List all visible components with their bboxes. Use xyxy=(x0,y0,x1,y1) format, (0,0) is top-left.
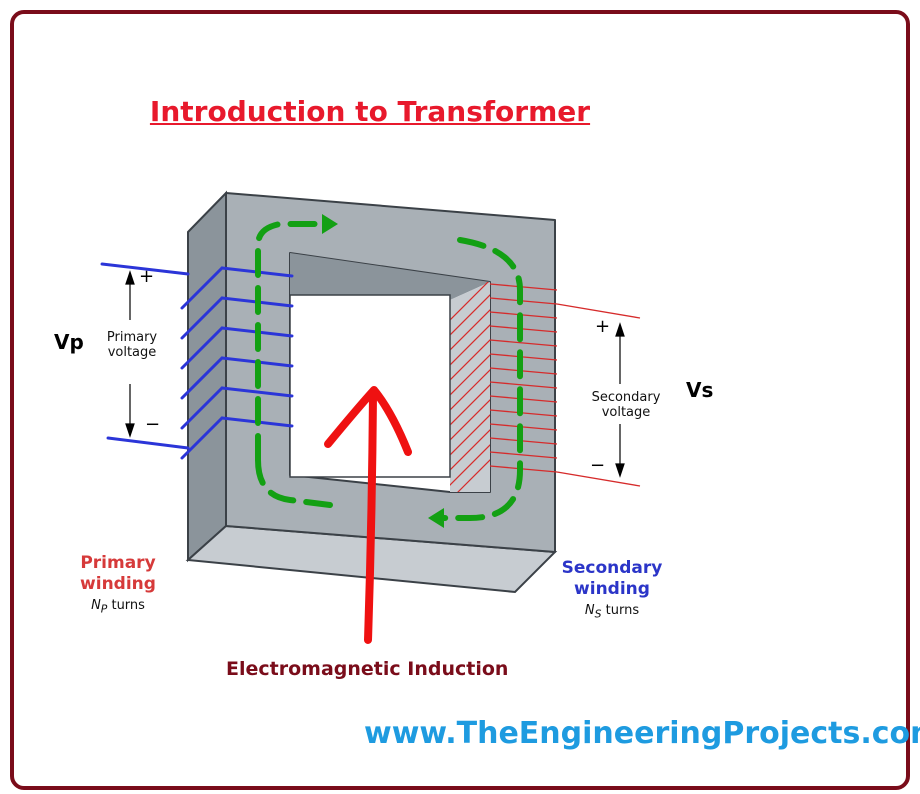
induction-arrow xyxy=(324,386,412,644)
website-link[interactable]: www.TheEngineeringProjects.com xyxy=(364,716,920,751)
secondary-winding-block: Secondary winding NS turns xyxy=(558,558,666,625)
secondary-winding-label: Secondary winding xyxy=(561,558,663,599)
primary-voltage-arrow xyxy=(125,270,135,438)
primary-winding-label: Primary winding xyxy=(80,553,156,594)
secondary-minus-sign: − xyxy=(590,455,606,476)
secondary-voltage-symbol: Vs xyxy=(686,378,714,402)
flux-arrow-bottom xyxy=(428,508,444,528)
page-title: Introduction to Transformer xyxy=(149,95,591,128)
core-window-top-shade xyxy=(290,253,490,300)
primary-turns: NP turns xyxy=(91,598,145,616)
magnetic-flux-path xyxy=(255,221,523,521)
secondary-turns: NS turns xyxy=(584,603,640,621)
secondary-winding-hatch xyxy=(450,282,490,492)
flux-arrow-top xyxy=(322,214,338,234)
primary-voltage-symbol: Vp xyxy=(54,330,84,354)
primary-plus-sign: + xyxy=(139,266,155,287)
primary-voltage-label: Primary voltage xyxy=(106,330,158,360)
secondary-voltage-label: Secondary voltage xyxy=(591,390,661,420)
core-side-face xyxy=(187,190,227,563)
induction-label: Electromagnetic Induction xyxy=(226,658,509,680)
secondary-plus-sign: + xyxy=(595,316,611,337)
primary-winding-block: Primary winding NP turns xyxy=(70,553,166,620)
secondary-voltage-arrow xyxy=(615,322,625,478)
primary-minus-sign: − xyxy=(145,414,161,435)
secondary-winding-coil xyxy=(489,283,641,487)
